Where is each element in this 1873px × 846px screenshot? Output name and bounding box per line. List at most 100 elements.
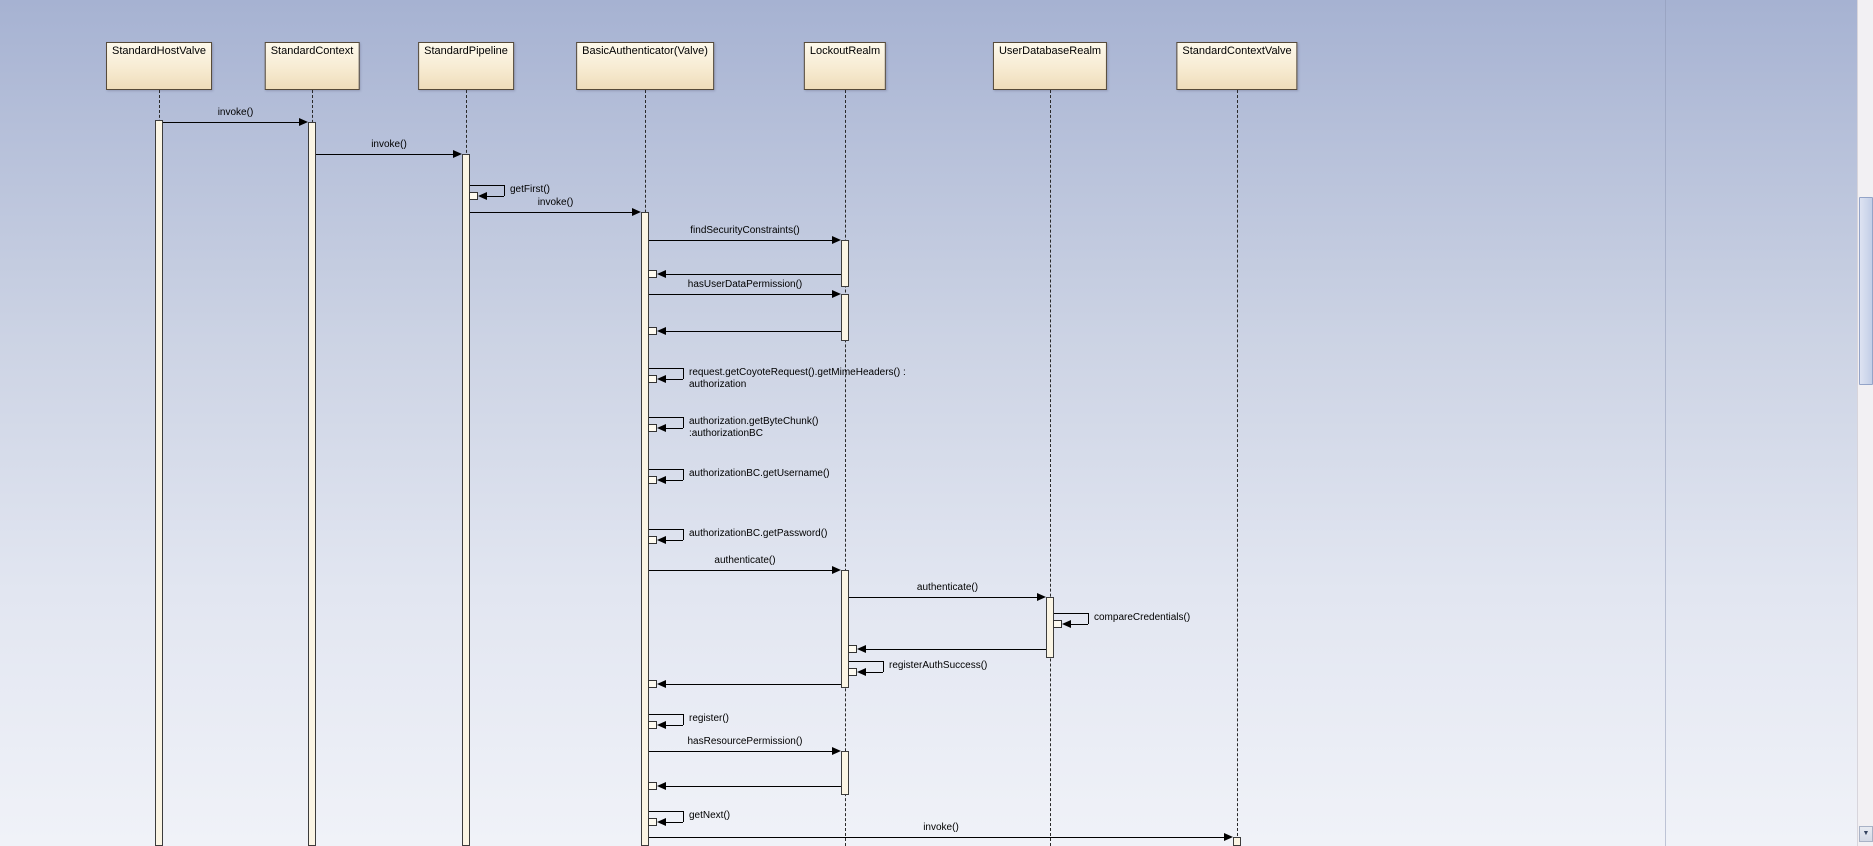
message-line [649, 240, 833, 241]
arrowhead-icon [299, 118, 308, 126]
actor-box: LockoutRealm [803, 42, 887, 90]
self-line-top [849, 661, 883, 662]
self-line-top [470, 185, 504, 186]
self-line-vert [683, 469, 684, 480]
message-line [470, 212, 633, 213]
actor-label: StandardContext [270, 45, 354, 57]
lifeline [1237, 90, 1238, 846]
actor-label: StandardContextValve [1182, 45, 1292, 57]
arrowhead-icon [657, 721, 666, 729]
nested-activation [1053, 620, 1062, 628]
message-label: registerAuthSuccess() [889, 660, 988, 671]
vertical-scrollbar[interactable]: ▼ [1857, 0, 1873, 846]
actor-label: UserDatabaseRealm [998, 45, 1102, 57]
self-line-vert [683, 368, 684, 379]
message-line [316, 154, 454, 155]
nested-activation [648, 476, 657, 484]
down-arrow-icon: ▼ [1862, 830, 1870, 837]
message-label: register() [689, 713, 730, 724]
message-label: hasResourcePermission() [687, 736, 803, 747]
self-line-vert [504, 185, 505, 196]
self-line-top [649, 811, 683, 812]
arrowhead-icon [857, 645, 866, 653]
message-label: invoke() [217, 107, 254, 118]
message-label: findSecurityConstraints() [690, 225, 800, 236]
arrowhead-icon [657, 375, 666, 383]
arrowhead-icon [657, 327, 666, 335]
arrowhead-icon [832, 236, 841, 244]
arrowhead-icon [632, 208, 641, 216]
activation-bar [155, 120, 163, 846]
actor-box: UserDatabaseRealm [992, 42, 1108, 90]
message-label: invoke() [537, 197, 574, 208]
nested-activation [648, 782, 657, 790]
self-line-bottom [1070, 624, 1088, 625]
self-line-bottom [665, 428, 683, 429]
self-line-bottom [865, 672, 883, 673]
arrowhead-icon [832, 566, 841, 574]
message-line [649, 837, 1225, 838]
scrollbar-thumb[interactable] [1859, 197, 1873, 385]
self-line-vert [883, 661, 884, 672]
message-label: authenticate() [714, 555, 776, 566]
actor-label: BasicAuthenticator(Valve) [582, 45, 708, 57]
activation-bar [841, 570, 849, 688]
arrowhead-icon [857, 668, 866, 676]
actor-box: BasicAuthenticator(Valve) [576, 42, 714, 90]
message-label: hasUserDataPermission() [687, 279, 803, 290]
scroll-down-button[interactable]: ▼ [1859, 826, 1873, 842]
nested-activation [848, 645, 857, 653]
message-label: request.getCoyoteRequest().getMimeHeader… [689, 367, 906, 390]
arrowhead-icon [657, 476, 666, 484]
nested-activation [648, 270, 657, 278]
self-line-top [1054, 613, 1088, 614]
message-line [649, 751, 833, 752]
return-line [665, 786, 841, 787]
nested-activation [648, 375, 657, 383]
arrowhead-icon [1037, 593, 1046, 601]
self-line-bottom [665, 540, 683, 541]
return-line [665, 331, 841, 332]
return-line [665, 274, 841, 275]
page-boundary-line [1665, 0, 1666, 846]
actor-label: StandardPipeline [424, 45, 508, 57]
message-line [849, 597, 1038, 598]
lifeline [845, 90, 846, 846]
self-line-top [649, 469, 683, 470]
self-line-vert [683, 714, 684, 725]
message-line [649, 570, 833, 571]
self-line-top [649, 368, 683, 369]
actor-label: StandardHostValve [112, 45, 206, 57]
arrowhead-icon [478, 192, 487, 200]
arrowhead-icon [657, 536, 666, 544]
arrowhead-icon [832, 747, 841, 755]
nested-activation [648, 536, 657, 544]
self-line-bottom [665, 822, 683, 823]
activation-bar [841, 751, 849, 795]
arrowhead-icon [657, 270, 666, 278]
self-line-vert [683, 417, 684, 428]
nested-activation [648, 818, 657, 826]
arrowhead-icon [1224, 833, 1233, 841]
lifeline [1050, 90, 1051, 846]
arrowhead-icon [1062, 620, 1071, 628]
arrowhead-icon [657, 818, 666, 826]
self-line-vert [1088, 613, 1089, 624]
arrowhead-icon [657, 680, 666, 688]
actor-box: StandardContext [264, 42, 360, 90]
message-label: authorizationBC.getPassword() [689, 528, 828, 539]
nested-activation [648, 424, 657, 432]
message-label: invoke() [923, 822, 959, 833]
actor-box: StandardHostValve [106, 42, 212, 90]
self-line-vert [683, 529, 684, 540]
arrowhead-icon [453, 150, 462, 158]
activation-bar [462, 154, 470, 846]
arrowhead-icon [657, 782, 666, 790]
activation-bar [841, 240, 849, 287]
message-label: getNext() [689, 810, 731, 821]
return-line [865, 649, 1046, 650]
message-label: invoke() [371, 139, 407, 150]
message-label: authorizationBC.getUsername() [689, 468, 830, 479]
self-line-bottom [665, 480, 683, 481]
